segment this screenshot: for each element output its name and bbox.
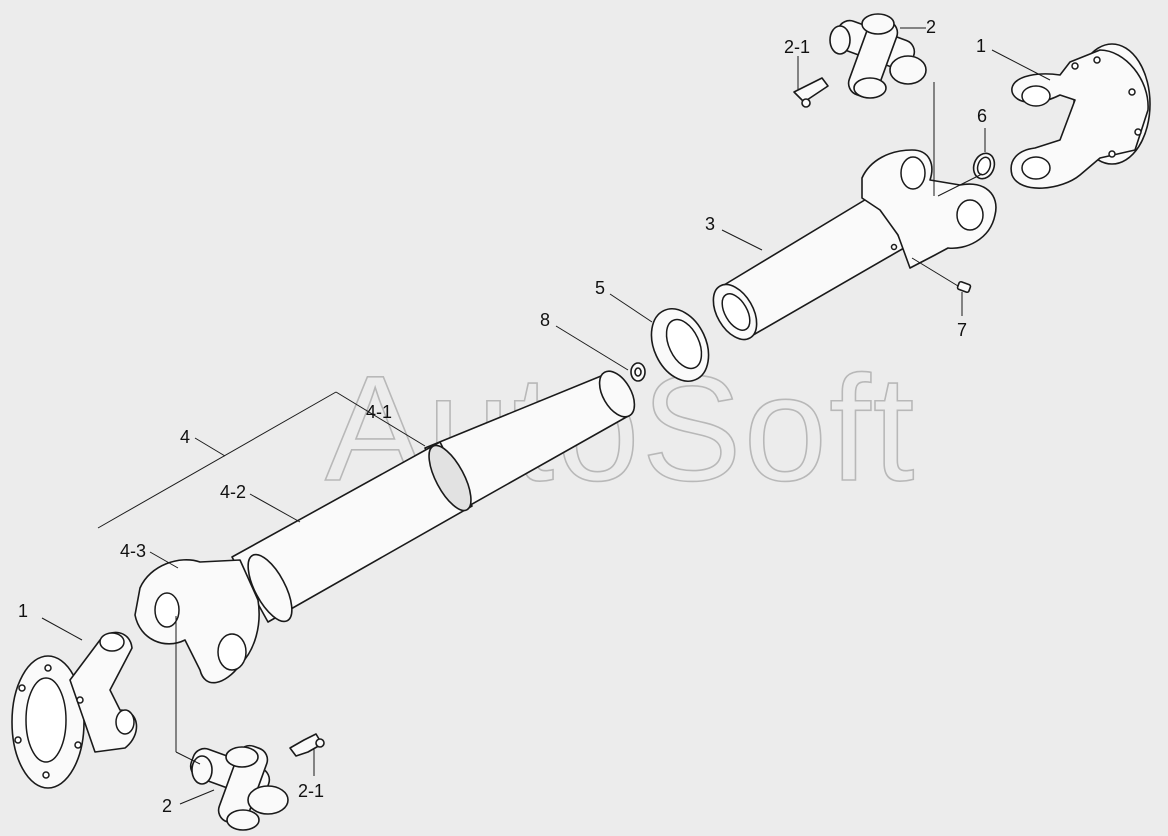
sliding-sleeve-part-3: [712, 191, 905, 341]
lower-grease-nipple-part-2-1: [289, 733, 325, 757]
upper-flange-yoke-part-1: [1010, 43, 1151, 189]
callout-7: 7: [957, 320, 967, 340]
callout-4: 4: [180, 427, 190, 447]
callout-labels: 1 1 2 2 2-1 2-1 3 4 4-1 4-2 4-3 5 6 7 8: [18, 17, 987, 816]
callout-3: 3: [705, 214, 715, 234]
callout-1-bottom: 1: [18, 601, 28, 621]
screw-part-7: [956, 280, 972, 294]
callout-2-bottom: 2: [162, 796, 172, 816]
callout-6: 6: [977, 106, 987, 126]
callout-1-top: 1: [976, 36, 986, 56]
callout-4-1: 4-1: [366, 402, 392, 422]
leader-lines: [41, 27, 1051, 805]
upper-u-joint-cross-part-2: [829, 13, 927, 99]
sleeve-yoke: [861, 149, 997, 269]
callout-5: 5: [595, 278, 605, 298]
lower-yoke-part-4-3: [134, 559, 260, 684]
upper-grease-nipple-part-2-1: [793, 77, 829, 108]
lower-flange-yoke-part-1: [11, 631, 138, 789]
callout-4-2: 4-2: [220, 482, 246, 502]
callout-2-1-top: 2-1: [784, 37, 810, 57]
callout-4-3: 4-3: [120, 541, 146, 561]
grease-fitting-part-8: [630, 362, 646, 382]
callout-2-top: 2: [926, 17, 936, 37]
callout-8: 8: [540, 310, 550, 330]
callout-2-1-bottom: 2-1: [298, 781, 324, 801]
seal-ring-part-6: [972, 152, 996, 180]
shaft-tube-part-4: [231, 370, 636, 623]
lower-u-joint-cross-part-2: [189, 744, 289, 831]
lock-nut-part-5: [650, 308, 710, 382]
